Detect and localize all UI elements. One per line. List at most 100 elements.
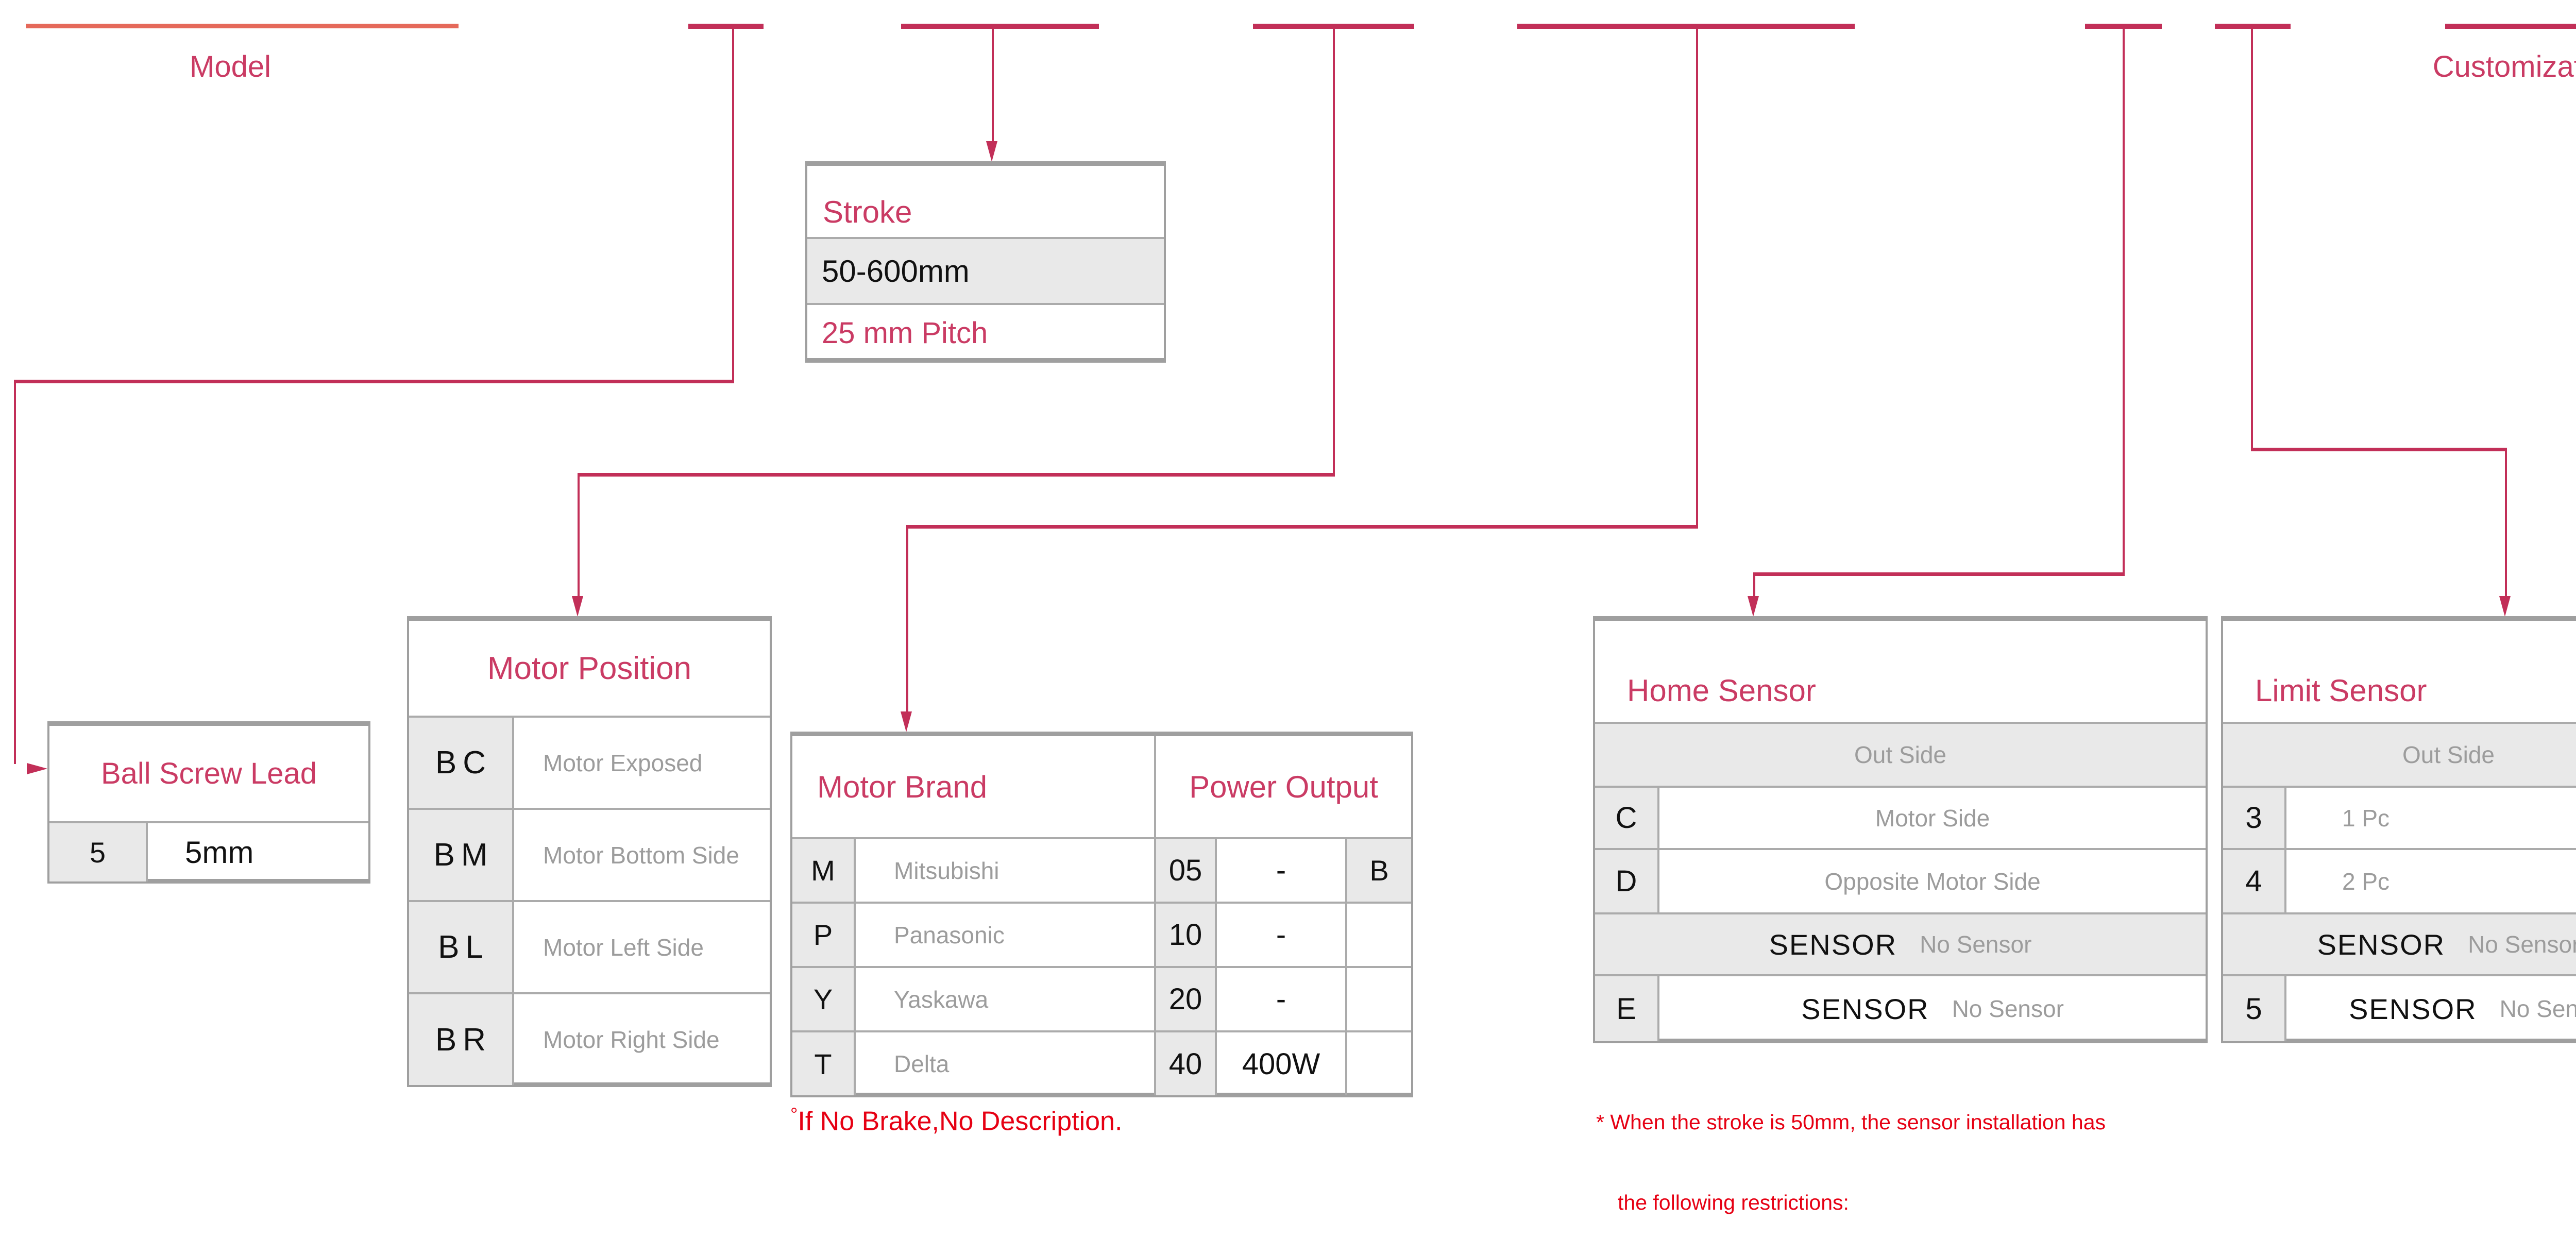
stroke-pitch: 25 mm Pitch — [822, 316, 988, 350]
power-code: 20 — [1154, 968, 1215, 1030]
table-row: M Mitsubishi 05 - B — [792, 837, 1411, 902]
limit-sensor-code: 3 — [2223, 788, 2284, 848]
motor-brand-arrow-icon — [901, 711, 912, 732]
motor-brand-table: Motor Brand Power Output M Mitsubishi 05… — [790, 732, 1413, 1097]
ball-screw-lead-row: 5 5mm — [49, 821, 368, 881]
table-row: 3 1 Pc — [2223, 786, 2576, 848]
motor-position-desc: Motor Exposed — [512, 718, 770, 808]
power-output-title: Power Output — [1154, 736, 1411, 837]
footnote-line: * When the stroke is 50mm, the sensor in… — [1596, 1109, 2156, 1135]
motor-brand-header: Motor Brand Power Output — [792, 736, 1411, 837]
power-code: 10 — [1154, 904, 1215, 966]
motor-position-code: BC — [409, 718, 512, 808]
sensor-footnote: * When the stroke is 50mm, the sensor in… — [1596, 1055, 2156, 1238]
home-sensor-sensor-row: SENSOR No Sensor — [1595, 912, 2206, 974]
footnote-line: the following restrictions: — [1618, 1191, 1849, 1214]
home-sensor-header: Home Sensor — [1595, 621, 2206, 722]
table-row: T Delta 40 400W — [792, 1030, 1411, 1095]
home-sensor-desc: Opposite Motor Side — [1657, 850, 2206, 912]
limit-sensor-table: Limit Sensor Out Side 3 1 Pc 4 2 Pc SENS… — [2221, 616, 2576, 1043]
code-tick-lead — [688, 24, 764, 29]
table-row: BR Motor Right Side — [409, 992, 770, 1085]
table-row: Y Yaskawa 20 - — [792, 966, 1411, 1030]
power-watt: - — [1215, 904, 1345, 966]
customization-underline — [2445, 24, 2576, 29]
motor-brand-code: P — [792, 904, 854, 966]
brake-note-text: If No Brake,No Description. — [798, 1106, 1123, 1137]
motor-brand-title: Motor Brand — [817, 769, 988, 804]
no-sensor-label: No Sensor — [1920, 931, 2032, 958]
home-sensor-code: E — [1595, 976, 1657, 1041]
stroke-table-header: Stroke — [807, 166, 1164, 237]
stroke-title: Stroke — [823, 195, 912, 229]
brake-code: B — [1345, 839, 1411, 902]
ball-screw-lead-title: Ball Screw Lead — [100, 757, 317, 790]
power-code: 40 — [1154, 1032, 1215, 1095]
limit-sensor-arrow-icon — [2499, 596, 2511, 617]
table-row: BM Motor Bottom Side — [409, 808, 770, 900]
table-row: BL Motor Left Side — [409, 900, 770, 992]
motor-brand-name: Delta — [854, 1032, 1154, 1095]
customization-label: Customization Order No. — [2432, 50, 2576, 83]
code-tick-stroke — [901, 24, 1099, 29]
motor-brand-name: Panasonic — [854, 904, 1154, 966]
limit-sensor-code: 5 — [2223, 976, 2284, 1041]
lead-arrow-icon — [27, 763, 47, 774]
lead-connector-h — [14, 380, 734, 383]
limit-outside-row: Out Side — [2223, 722, 2576, 786]
brake-code — [1345, 904, 1411, 966]
code-tick-home-sensor — [2085, 24, 2162, 29]
motor-position-arrow-icon — [572, 596, 583, 617]
motor-brand-code: M — [792, 839, 854, 902]
lead-connector-v1 — [732, 29, 734, 380]
limit-sensor-connector-v2 — [2505, 448, 2507, 598]
limit-sensor-connector-v1 — [2251, 29, 2253, 448]
brake-code — [1345, 968, 1411, 1030]
sensor-label: SENSOR — [2317, 928, 2446, 961]
table-row: 4 2 Pc — [2223, 848, 2576, 912]
home-sensor-connector-v1 — [2123, 29, 2125, 572]
limit-sensor-desc: SENSOR No Sensor — [2284, 976, 2576, 1041]
limit-sensor-connector-h — [2251, 448, 2507, 451]
home-sensor-arrow-icon — [1748, 596, 1759, 617]
motor-position-connector-h — [578, 473, 1335, 477]
brake-note: °If No Brake,No Description. — [790, 1104, 1122, 1137]
home-sensor-title: Home Sensor — [1627, 673, 1816, 708]
motor-brand-name: Yaskawa — [854, 968, 1154, 1030]
stroke-range-row: 50-600mm — [807, 237, 1164, 303]
ball-screw-value: 5mm — [146, 823, 368, 881]
motor-position-header: Motor Position — [409, 621, 770, 716]
limit-sensor-desc: 2 Pc — [2284, 850, 2576, 912]
sensor-label: SENSOR — [1769, 928, 1897, 961]
limit-sensor-sensor-row: SENSOR No Sensor — [2223, 912, 2576, 974]
motor-brand-name: Mitsubishi — [854, 839, 1154, 902]
ball-screw-lead-table: Ball Screw Lead 5 5mm — [47, 721, 370, 884]
table-row: 5 SENSOR No Sensor — [2223, 974, 2576, 1041]
power-watt: - — [1215, 839, 1345, 902]
motor-position-table: Motor Position BC Motor Exposed BM Motor… — [407, 616, 772, 1087]
limit-sensor-header: Limit Sensor — [2223, 621, 2576, 722]
motor-position-code: BM — [409, 810, 512, 900]
limit-sensor-code: 4 — [2223, 850, 2284, 912]
motor-brand-code: T — [792, 1032, 854, 1095]
home-sensor-desc: Motor Side — [1657, 788, 2206, 848]
home-sensor-connector-h — [1753, 572, 2125, 576]
motor-brand-connector-h — [906, 525, 1698, 529]
no-sensor-label: No Sensor — [2499, 995, 2576, 1022]
code-tick-motor-position — [1253, 24, 1414, 29]
power-code: 05 — [1154, 839, 1215, 902]
limit-sensor-desc: 1 Pc — [2284, 788, 2576, 848]
table-row: C Motor Side — [1595, 786, 2206, 848]
motor-brand-code: Y — [792, 968, 854, 1030]
sensor-label: SENSOR — [2349, 992, 2477, 1025]
stroke-pitch-row: 25 mm Pitch — [807, 303, 1164, 361]
home-outside-row: Out Side — [1595, 722, 2206, 786]
home-sensor-code: C — [1595, 788, 1657, 848]
table-row: D Opposite Motor Side — [1595, 848, 2206, 912]
brake-note-marker: ° — [790, 1104, 798, 1125]
brake-code — [1345, 1032, 1411, 1095]
table-row: P Panasonic 10 - — [792, 902, 1411, 966]
sensor-label: SENSOR — [1801, 992, 1929, 1025]
table-row: E SENSOR No Sensor — [1595, 974, 2206, 1041]
motor-position-title: Motor Position — [487, 650, 692, 686]
